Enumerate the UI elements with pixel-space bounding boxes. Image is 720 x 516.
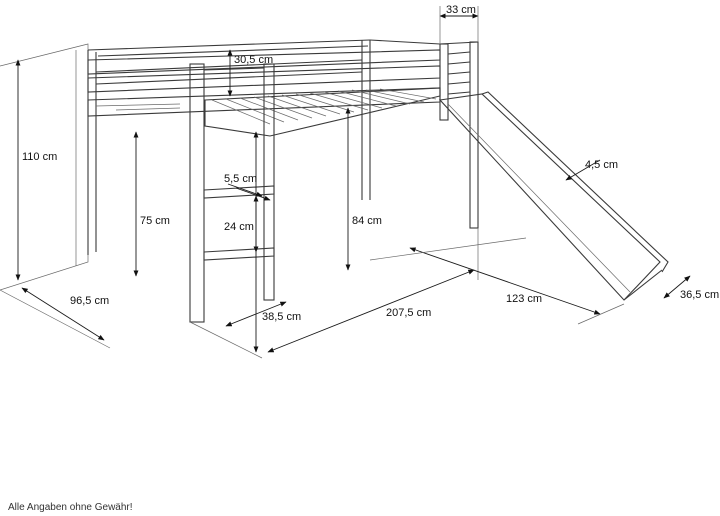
bed-front-guard-rail xyxy=(87,49,441,117)
disclaimer-footnote: Alle Angaben ohne Gewähr! xyxy=(8,502,133,513)
bed-front-posts xyxy=(189,63,275,323)
label-top-width: 33 cm xyxy=(446,4,476,16)
label-depth: 96,5 cm xyxy=(70,295,109,307)
slide xyxy=(438,91,669,301)
ladder xyxy=(203,185,275,261)
label-rung-thickness: 5,5 cm xyxy=(224,173,257,185)
dimension-lines xyxy=(0,6,691,359)
label-slide-width: 36,5 cm xyxy=(680,289,719,301)
label-total-height: 110 cm xyxy=(22,151,57,163)
slatted-base xyxy=(204,87,441,137)
label-platform-height: 84 cm xyxy=(352,215,382,227)
label-rail-height: 30,5 cm xyxy=(234,54,273,66)
room-wall xyxy=(0,43,89,291)
dimension-labels: 33 cm 30,5 cm 110 cm 5,5 cm 75 cm 24 cm … xyxy=(22,4,719,323)
label-slide-length: 123 cm xyxy=(506,293,542,305)
label-slide-wall: 4,5 cm xyxy=(585,159,618,171)
label-underbed-height: 75 cm xyxy=(140,215,170,227)
label-rung-spacing: 24 cm xyxy=(224,221,254,233)
label-ladder-width: 38,5 cm xyxy=(262,311,301,323)
label-length: 207,5 cm xyxy=(386,307,431,319)
